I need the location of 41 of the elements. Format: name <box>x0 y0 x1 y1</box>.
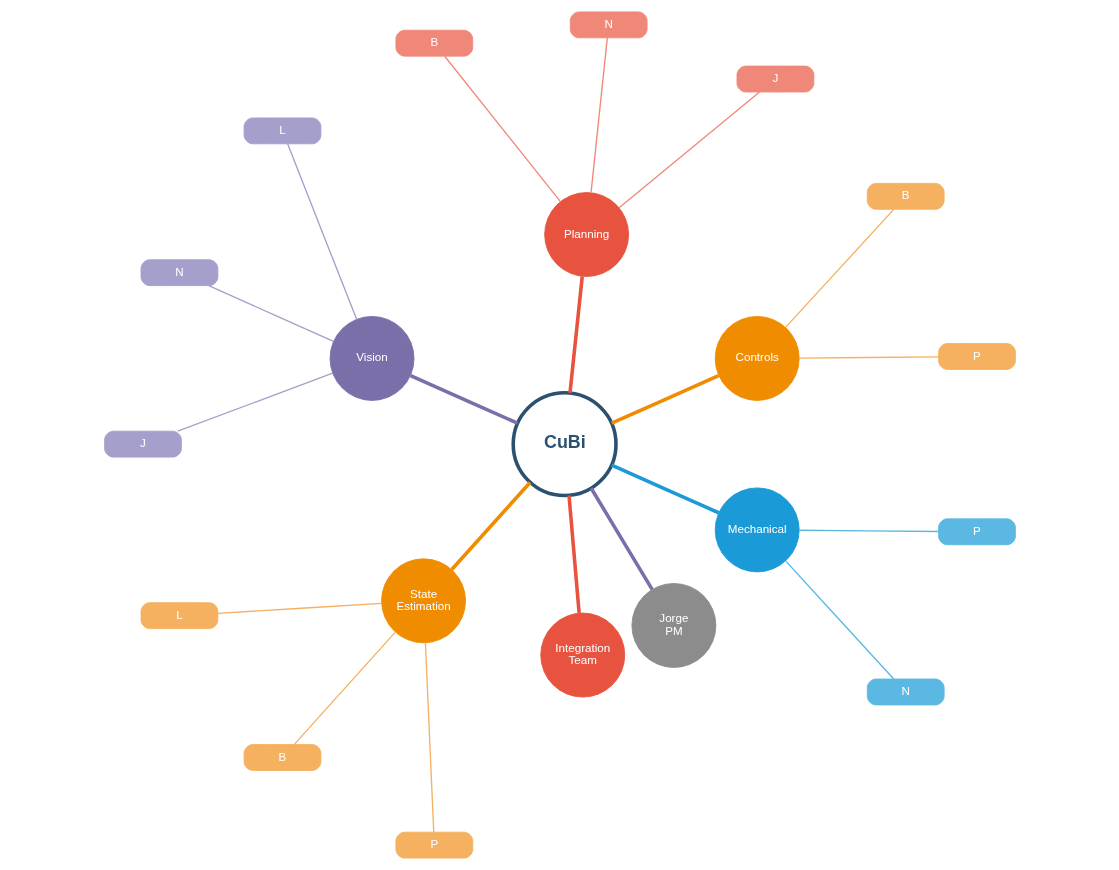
connector <box>589 487 654 591</box>
connector <box>567 276 584 394</box>
node-box: N <box>569 11 648 39</box>
connector <box>409 373 518 425</box>
node-box: B <box>243 744 321 771</box>
node-circle: Vision <box>329 316 414 401</box>
connector <box>798 356 939 359</box>
node-box: N <box>866 678 945 706</box>
node-box: B <box>866 182 945 210</box>
node-circle: Controls <box>714 316 800 401</box>
node-box: L <box>140 602 218 630</box>
node-box: P <box>937 343 1016 370</box>
connector <box>293 631 396 745</box>
connector <box>798 529 939 533</box>
connector <box>424 642 434 833</box>
node-circle: State Estimation <box>380 558 466 644</box>
connector <box>610 463 719 515</box>
node-circle: Planning <box>543 192 629 277</box>
connector <box>176 372 333 432</box>
node-box: P <box>937 518 1016 546</box>
node-circle: Mechanical <box>714 487 800 573</box>
node-box: B <box>394 29 473 57</box>
connector <box>286 143 357 320</box>
node-box: L <box>243 117 321 145</box>
node-circle: CuBi <box>510 391 618 498</box>
connector <box>449 481 531 571</box>
node-box: N <box>140 259 218 287</box>
connector <box>566 495 581 614</box>
connector <box>610 373 719 425</box>
connector <box>784 560 894 680</box>
connector <box>216 602 382 614</box>
node-box: P <box>394 831 473 859</box>
connector <box>784 208 894 328</box>
connector <box>617 91 760 209</box>
connector <box>207 285 334 342</box>
connector <box>589 37 608 194</box>
node-box: J <box>736 65 814 93</box>
connector <box>443 55 561 203</box>
node-box: J <box>103 430 182 458</box>
node-circle: Integration Team <box>539 612 625 698</box>
node-circle: Jorge PM <box>630 583 716 668</box>
